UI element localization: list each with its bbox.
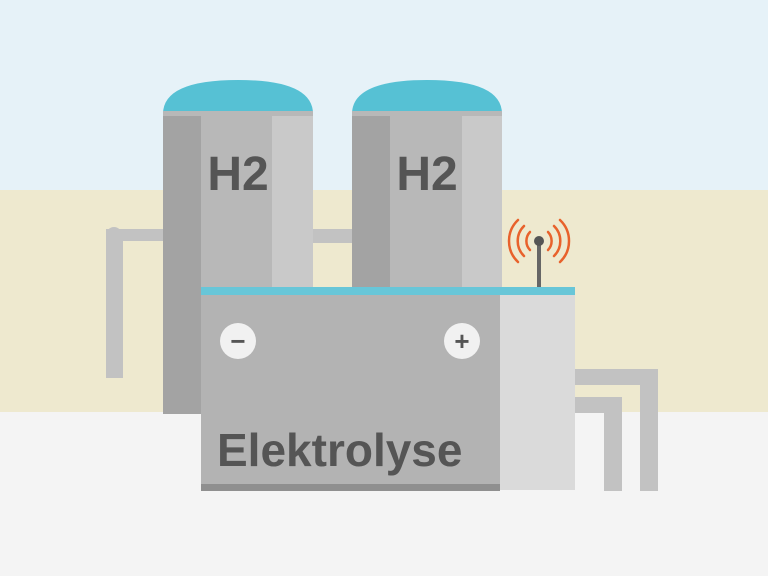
minus-terminal-icon: − [220, 323, 256, 359]
h2-tank-right: H2 [352, 80, 502, 314]
signal-waves-icon [507, 218, 571, 264]
connector-pipe [312, 229, 356, 243]
tank-cap-left [163, 80, 313, 114]
tank-right-label: H2 [396, 148, 457, 201]
antenna-icon [534, 236, 544, 290]
unit-base [201, 484, 500, 491]
unit-top-stripe [201, 287, 575, 295]
plus-terminal-icon: + [444, 323, 480, 359]
svg-text:−: − [230, 326, 245, 356]
unit-side [500, 290, 575, 490]
electrolysis-unit: − + Elektrolyse [201, 287, 575, 491]
unit-front [201, 290, 500, 490]
unit-label: Elektrolyse [217, 424, 462, 476]
left-pipe [106, 227, 164, 378]
svg-text:+: + [454, 326, 469, 356]
tank-cap-right [352, 80, 502, 114]
tank-left-label: H2 [207, 148, 268, 201]
